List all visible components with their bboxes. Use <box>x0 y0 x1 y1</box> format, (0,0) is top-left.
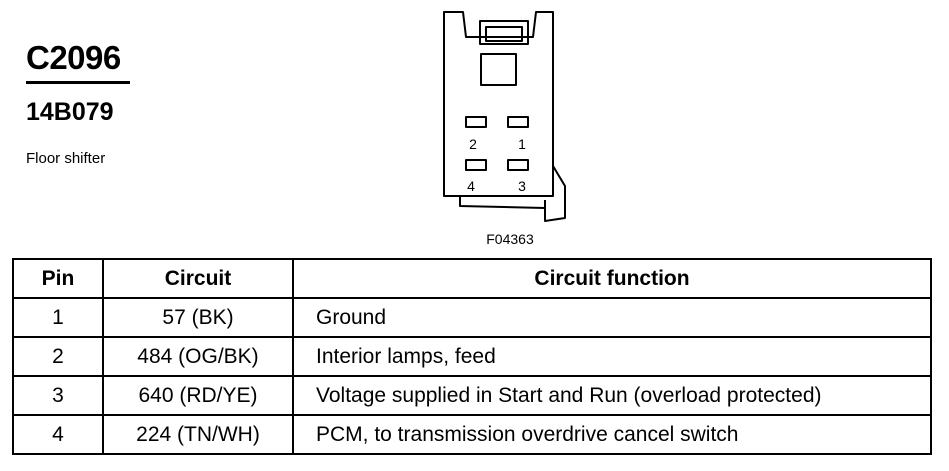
connector-latch-tab <box>544 165 566 222</box>
connector-clip-window <box>485 26 523 42</box>
pin-cavity-3 <box>507 159 529 171</box>
connector-base <box>459 196 546 209</box>
table-row: 4 224 (TN/WH) PCM, to transmission overd… <box>12 414 932 455</box>
part-number: 14B079 <box>26 98 114 126</box>
cell-function: Ground <box>292 297 932 338</box>
cell-pin: 3 <box>12 375 104 416</box>
header-circuit: Circuit <box>102 258 294 299</box>
header-circuit-function: Circuit function <box>292 258 932 299</box>
cell-function: Interior lamps, feed <box>292 336 932 377</box>
cell-pin: 2 <box>12 336 104 377</box>
cell-circuit: 640 (RD/YE) <box>102 375 294 416</box>
connector-description: Floor shifter <box>26 150 106 167</box>
cell-pin: 4 <box>12 414 104 455</box>
connector-id: C2096 <box>26 39 121 76</box>
pin-label-4: 4 <box>467 178 475 194</box>
header-pin: Pin <box>12 258 104 299</box>
figure-code: F04363 <box>486 231 534 247</box>
cell-circuit: 57 (BK) <box>102 297 294 338</box>
pin-cavity-1 <box>507 116 529 128</box>
pin-cavity-4 <box>465 159 487 171</box>
connector-diagram: 2 1 4 3 <box>443 11 566 222</box>
pin-cavity-2 <box>465 116 487 128</box>
connector-body <box>443 11 554 197</box>
connector-clip <box>479 20 529 45</box>
pin-label-1: 1 <box>518 136 526 152</box>
cell-function: Voltage supplied in Start and Run (overl… <box>292 375 932 416</box>
connector-center-window <box>480 53 517 86</box>
pin-label-2: 2 <box>469 136 477 152</box>
cell-pin: 1 <box>12 297 104 338</box>
pin-label-3: 3 <box>518 178 526 194</box>
table-row: 3 640 (RD/YE) Voltage supplied in Start … <box>12 375 932 416</box>
table-row: 1 57 (BK) Ground <box>12 297 932 338</box>
cell-circuit: 224 (TN/WH) <box>102 414 294 455</box>
pinout-table: Pin Circuit Circuit function 1 57 (BK) G… <box>12 258 932 455</box>
title-underline <box>26 81 130 84</box>
table-header-row: Pin Circuit Circuit function <box>12 258 932 299</box>
cell-circuit: 484 (OG/BK) <box>102 336 294 377</box>
table-row: 2 484 (OG/BK) Interior lamps, feed <box>12 336 932 377</box>
cell-function: PCM, to transmission overdrive cancel sw… <box>292 414 932 455</box>
